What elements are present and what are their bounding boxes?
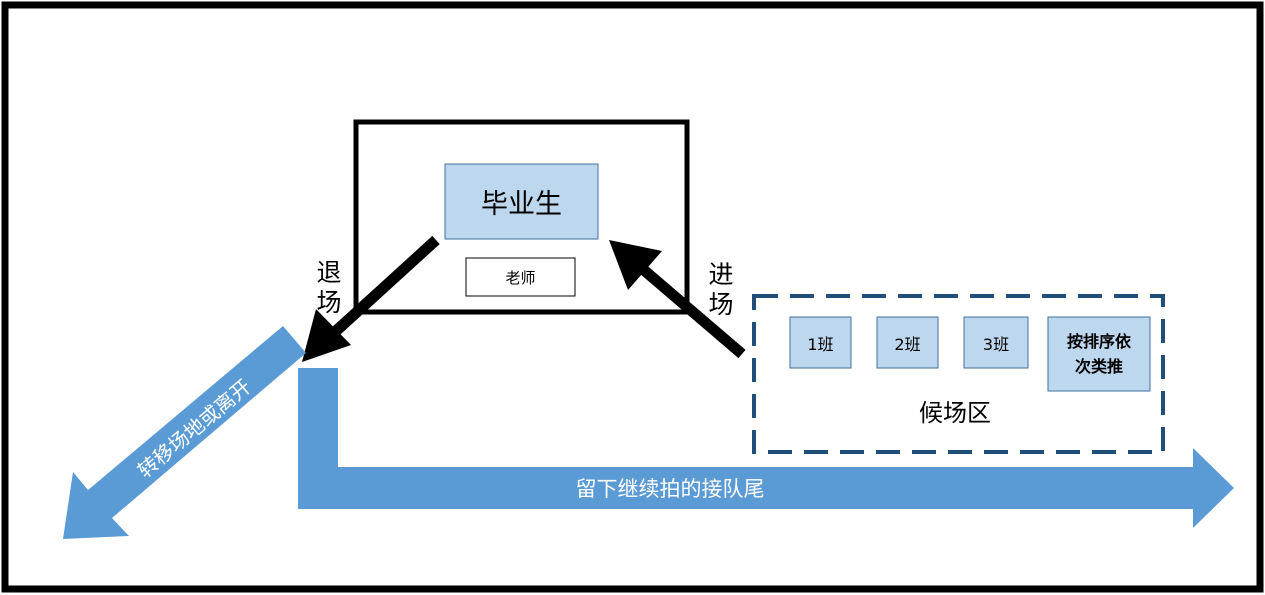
class-box-2: [876, 316, 939, 369]
class-label-3: 3班: [982, 334, 1010, 354]
waiting-area-label: 候场区: [919, 398, 991, 427]
order-note-line-2: 次类推: [1074, 357, 1123, 376]
enter-arrow-head: [609, 240, 662, 290]
graduates-label: 毕业生: [481, 189, 562, 220]
class-label-1: 1班: [807, 334, 834, 354]
exit-label-char-1: 退: [316, 258, 342, 287]
teacher-box: [465, 257, 576, 297]
leave-arrow: [63, 326, 306, 539]
class-box-1: [789, 316, 852, 369]
stay-arrow-label: 留下继续拍的接队尾: [575, 477, 765, 501]
stay-arrow: [298, 368, 1234, 528]
exit-arrow-head: [302, 309, 351, 362]
exit-arrow-shaft: [332, 235, 440, 336]
waiting-area-box: [752, 294, 1165, 454]
graduates-box: [444, 163, 599, 240]
enter-arrow-shaft: [634, 260, 746, 359]
teacher-label: 老师: [505, 268, 536, 287]
stage-box: [353, 119, 690, 315]
exit-label-char-2: 场: [316, 288, 342, 317]
order-note-line-1: 按排序依: [1066, 332, 1131, 351]
class-label-2: 2班: [894, 334, 921, 354]
class-box-3: [963, 316, 1029, 369]
enter-label-char-2: 场: [708, 290, 734, 319]
enter-label-char-1: 进: [708, 260, 734, 289]
order-note-box: [1047, 316, 1151, 392]
